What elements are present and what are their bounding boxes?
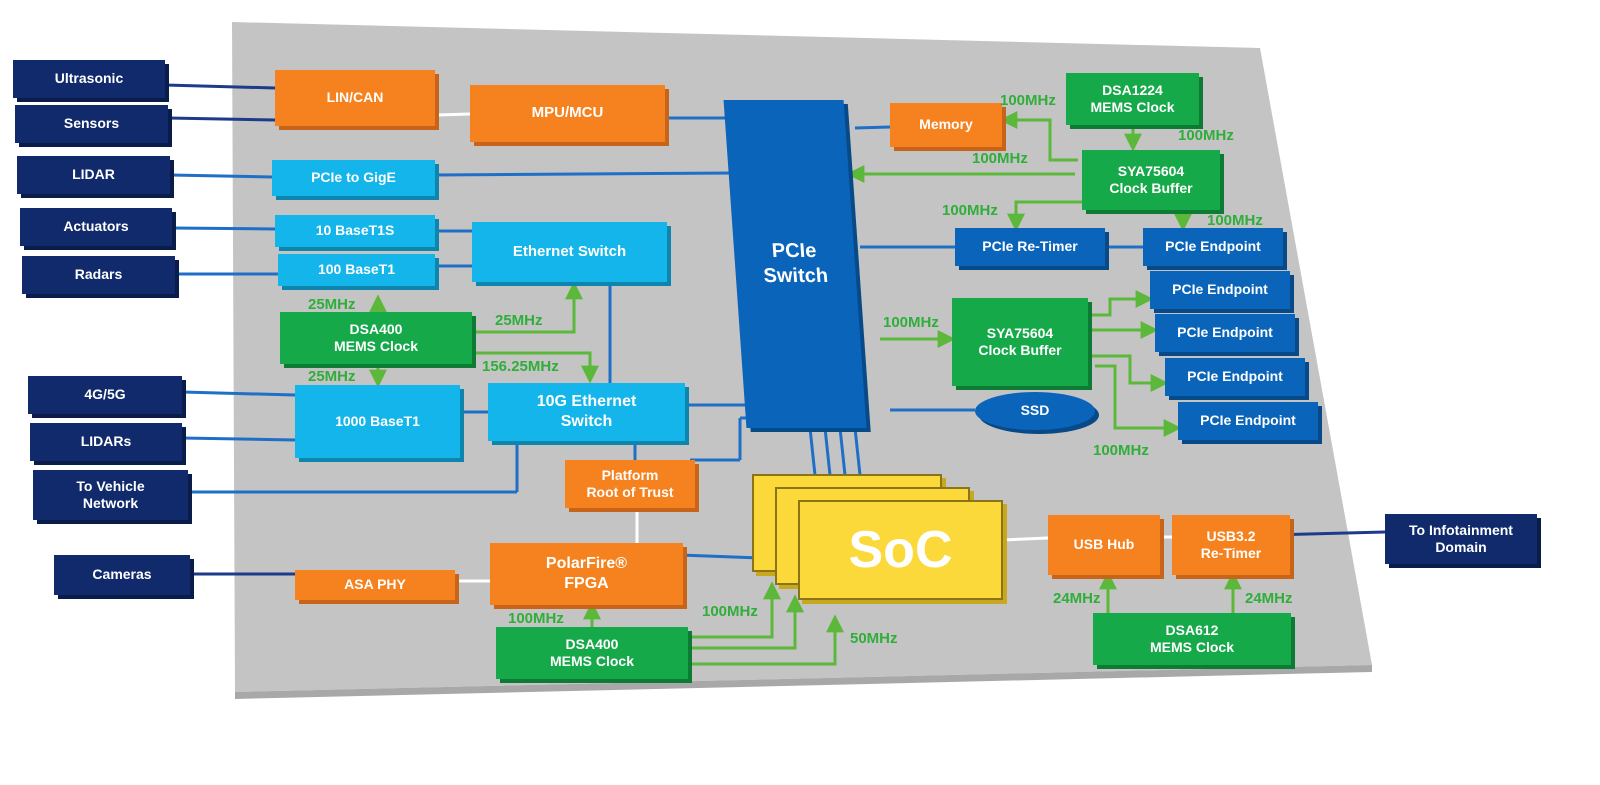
sya75604-clock-buffer-bottom-box: SYA75604 Clock Buffer bbox=[952, 298, 1088, 386]
freq-label: 100MHz bbox=[1093, 442, 1149, 459]
100-baset1-box: 100 BaseT1 bbox=[278, 254, 435, 286]
asa-phy-box: ASA PHY bbox=[295, 570, 455, 600]
dsa1224-mems-clock-box: DSA1224 MEMS Clock bbox=[1066, 73, 1199, 125]
freq-label: 100MHz bbox=[883, 314, 939, 331]
freq-label: 100MHz bbox=[972, 150, 1028, 167]
usb-hub-box: USB Hub bbox=[1048, 515, 1160, 575]
ssd-box: SSD bbox=[975, 392, 1095, 430]
platform-root-of-trust-box: Platform Root of Trust bbox=[565, 460, 695, 508]
pcie-retimer-box: PCIe Re-Timer bbox=[955, 228, 1105, 266]
polarfire-fpga-box: PolarFire® FPGA bbox=[490, 543, 683, 605]
dsa400-mems-clock-top-box: DSA400 MEMS Clock bbox=[280, 312, 472, 364]
radars-box: Radars bbox=[22, 256, 175, 294]
lidars-box: LIDARs bbox=[30, 423, 182, 461]
pcie-endpoint-5-box: PCIe Endpoint bbox=[1178, 402, 1318, 440]
freq-label: 25MHz bbox=[495, 312, 543, 329]
pcie-endpoint-2-box: PCIe Endpoint bbox=[1150, 271, 1290, 309]
pcie-endpoint-4-box: PCIe Endpoint bbox=[1165, 358, 1305, 396]
dsa400-mems-clock-bottom-box: DSA400 MEMS Clock bbox=[496, 627, 688, 679]
clock-arrows bbox=[369, 111, 1242, 666]
freq-label: 100MHz bbox=[1178, 127, 1234, 144]
freq-label: 156.25MHz bbox=[482, 358, 559, 375]
mpu-mcu-box: MPU/MCU bbox=[470, 85, 665, 142]
freq-label: 24MHz bbox=[1245, 590, 1293, 607]
actuators-box: Actuators bbox=[20, 208, 172, 246]
to-infotainment-domain-box: To Infotainment Domain bbox=[1385, 514, 1537, 564]
freq-label: 50MHz bbox=[850, 630, 898, 647]
dsa612-mems-clock-box: DSA612 MEMS Clock bbox=[1093, 613, 1291, 665]
freq-label: 100MHz bbox=[942, 202, 998, 219]
soc-box: SoC bbox=[798, 500, 1003, 600]
pcie-switch-box: PCIe Switch bbox=[723, 100, 867, 428]
pcie-to-gige-box: PCIe to GigE bbox=[272, 160, 435, 196]
freq-label: 100MHz bbox=[508, 610, 564, 627]
sya75604-clock-buffer-top-box: SYA75604 Clock Buffer bbox=[1082, 150, 1220, 210]
memory-box: Memory bbox=[890, 103, 1002, 147]
freq-label: 25MHz bbox=[308, 368, 356, 385]
usb3-2-retimer-box: USB3.2 Re-Timer bbox=[1172, 515, 1290, 575]
freq-label: 24MHz bbox=[1053, 590, 1101, 607]
freq-label: 100MHz bbox=[1207, 212, 1263, 229]
pcie-endpoint-3-box: PCIe Endpoint bbox=[1155, 314, 1295, 352]
freq-label: 100MHz bbox=[1000, 92, 1056, 109]
1000-baset1-box: 1000 BaseT1 bbox=[295, 385, 460, 458]
ultrasonic-box: Ultrasonic bbox=[13, 60, 165, 98]
lidar-box: LIDAR bbox=[17, 156, 170, 194]
lin-can-box: LIN/CAN bbox=[275, 70, 435, 126]
to-vehicle-network-box: To Vehicle Network bbox=[33, 470, 188, 520]
pcie-endpoint-1-box: PCIe Endpoint bbox=[1143, 228, 1283, 266]
freq-label: 100MHz bbox=[702, 603, 758, 620]
cameras-box: Cameras bbox=[54, 555, 190, 595]
4g5g-box: 4G/5G bbox=[28, 376, 182, 414]
sensors-box: Sensors bbox=[15, 105, 168, 143]
10-baset1s-box: 10 BaseT1S bbox=[275, 215, 435, 247]
freq-label: 25MHz bbox=[308, 296, 356, 313]
white-links bbox=[437, 112, 1172, 583]
10g-ethernet-switch-box: 10G Ethernet Switch bbox=[488, 383, 685, 441]
ethernet-switch-box: Ethernet Switch bbox=[472, 222, 667, 282]
